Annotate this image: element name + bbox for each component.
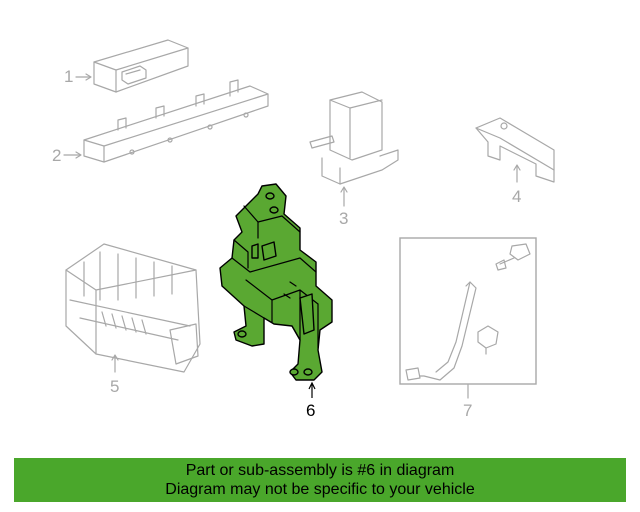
info-banner: Part or sub-assembly is #6 in diagram Di… bbox=[14, 458, 626, 502]
svg-text:4: 4 bbox=[512, 187, 521, 206]
svg-text:5: 5 bbox=[110, 377, 119, 396]
part-5-junction-box[interactable] bbox=[65, 243, 201, 373]
parts-diagram: 1 2 3 bbox=[52, 39, 555, 420]
banner-line-disclaimer: Diagram may not be specific to your vehi… bbox=[165, 481, 475, 498]
bolt-icon bbox=[495, 243, 531, 271]
callout-4: 4 bbox=[512, 164, 521, 206]
part-4-bracket[interactable] bbox=[475, 117, 555, 183]
part-7-hardware-kit[interactable] bbox=[399, 237, 537, 385]
part-1-cover[interactable] bbox=[93, 39, 189, 93]
svg-text:7: 7 bbox=[463, 401, 472, 420]
wire-harness-icon bbox=[405, 281, 477, 381]
part-6-bracket[interactable] bbox=[219, 183, 333, 381]
part-2-bracket[interactable] bbox=[83, 79, 269, 163]
svg-text:6: 6 bbox=[306, 401, 315, 420]
callout-5: 5 bbox=[110, 354, 119, 396]
svg-text:2: 2 bbox=[52, 146, 61, 165]
banner-line-part-number: Part or sub-assembly is #6 in diagram bbox=[185, 462, 455, 479]
callout-7: 7 bbox=[463, 384, 472, 420]
part-3-relay[interactable] bbox=[309, 91, 399, 185]
callout-6: 6 bbox=[306, 381, 316, 420]
callout-1: 1 bbox=[64, 67, 92, 86]
callout-3: 3 bbox=[339, 186, 348, 228]
svg-text:1: 1 bbox=[64, 67, 73, 86]
callout-2: 2 bbox=[52, 146, 82, 165]
clip-icon bbox=[477, 325, 499, 355]
svg-text:3: 3 bbox=[339, 209, 348, 228]
